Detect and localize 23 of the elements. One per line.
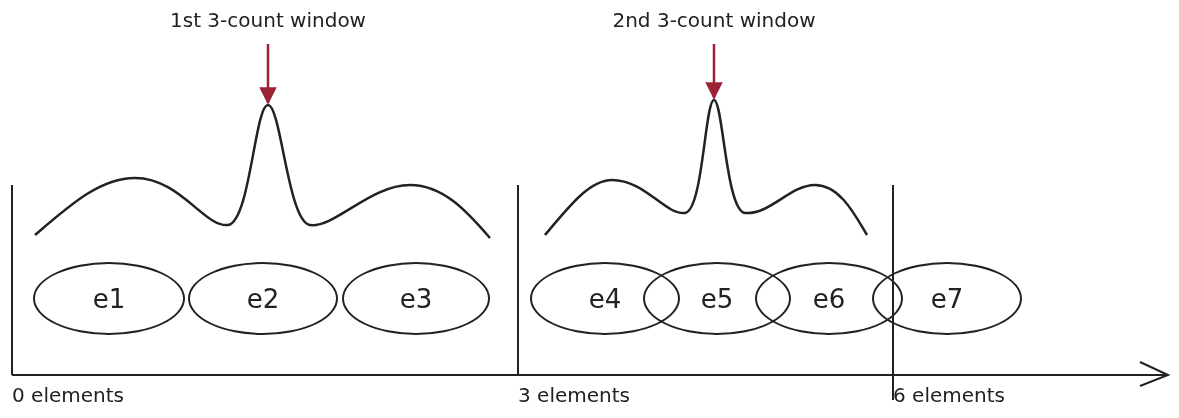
arrow <box>705 44 723 100</box>
window-title: 1st 3-count window <box>170 8 366 32</box>
element-ellipse <box>188 262 338 335</box>
element-label: e3 <box>399 283 433 314</box>
wave-curve <box>544 98 869 236</box>
element-label: e6 <box>812 283 846 314</box>
axis-label: 0 elements <box>12 383 124 407</box>
axis-label: 6 elements <box>893 383 1005 407</box>
element-label: e5 <box>700 283 734 314</box>
element-label: e4 <box>588 283 622 314</box>
wave-curve <box>34 103 491 239</box>
element-ellipse <box>33 262 185 335</box>
element-ellipse <box>342 262 490 335</box>
element-ellipse <box>530 262 680 335</box>
element-ellipse <box>643 262 791 335</box>
axis-label: 3 elements <box>518 383 630 407</box>
window-title: 2nd 3-count window <box>612 8 816 32</box>
element-label: e7 <box>930 283 964 314</box>
arrow <box>259 44 277 105</box>
element-label: e1 <box>92 283 126 314</box>
element-ellipse <box>755 262 903 335</box>
element-ellipse <box>872 262 1022 335</box>
element-label: e2 <box>246 283 280 314</box>
